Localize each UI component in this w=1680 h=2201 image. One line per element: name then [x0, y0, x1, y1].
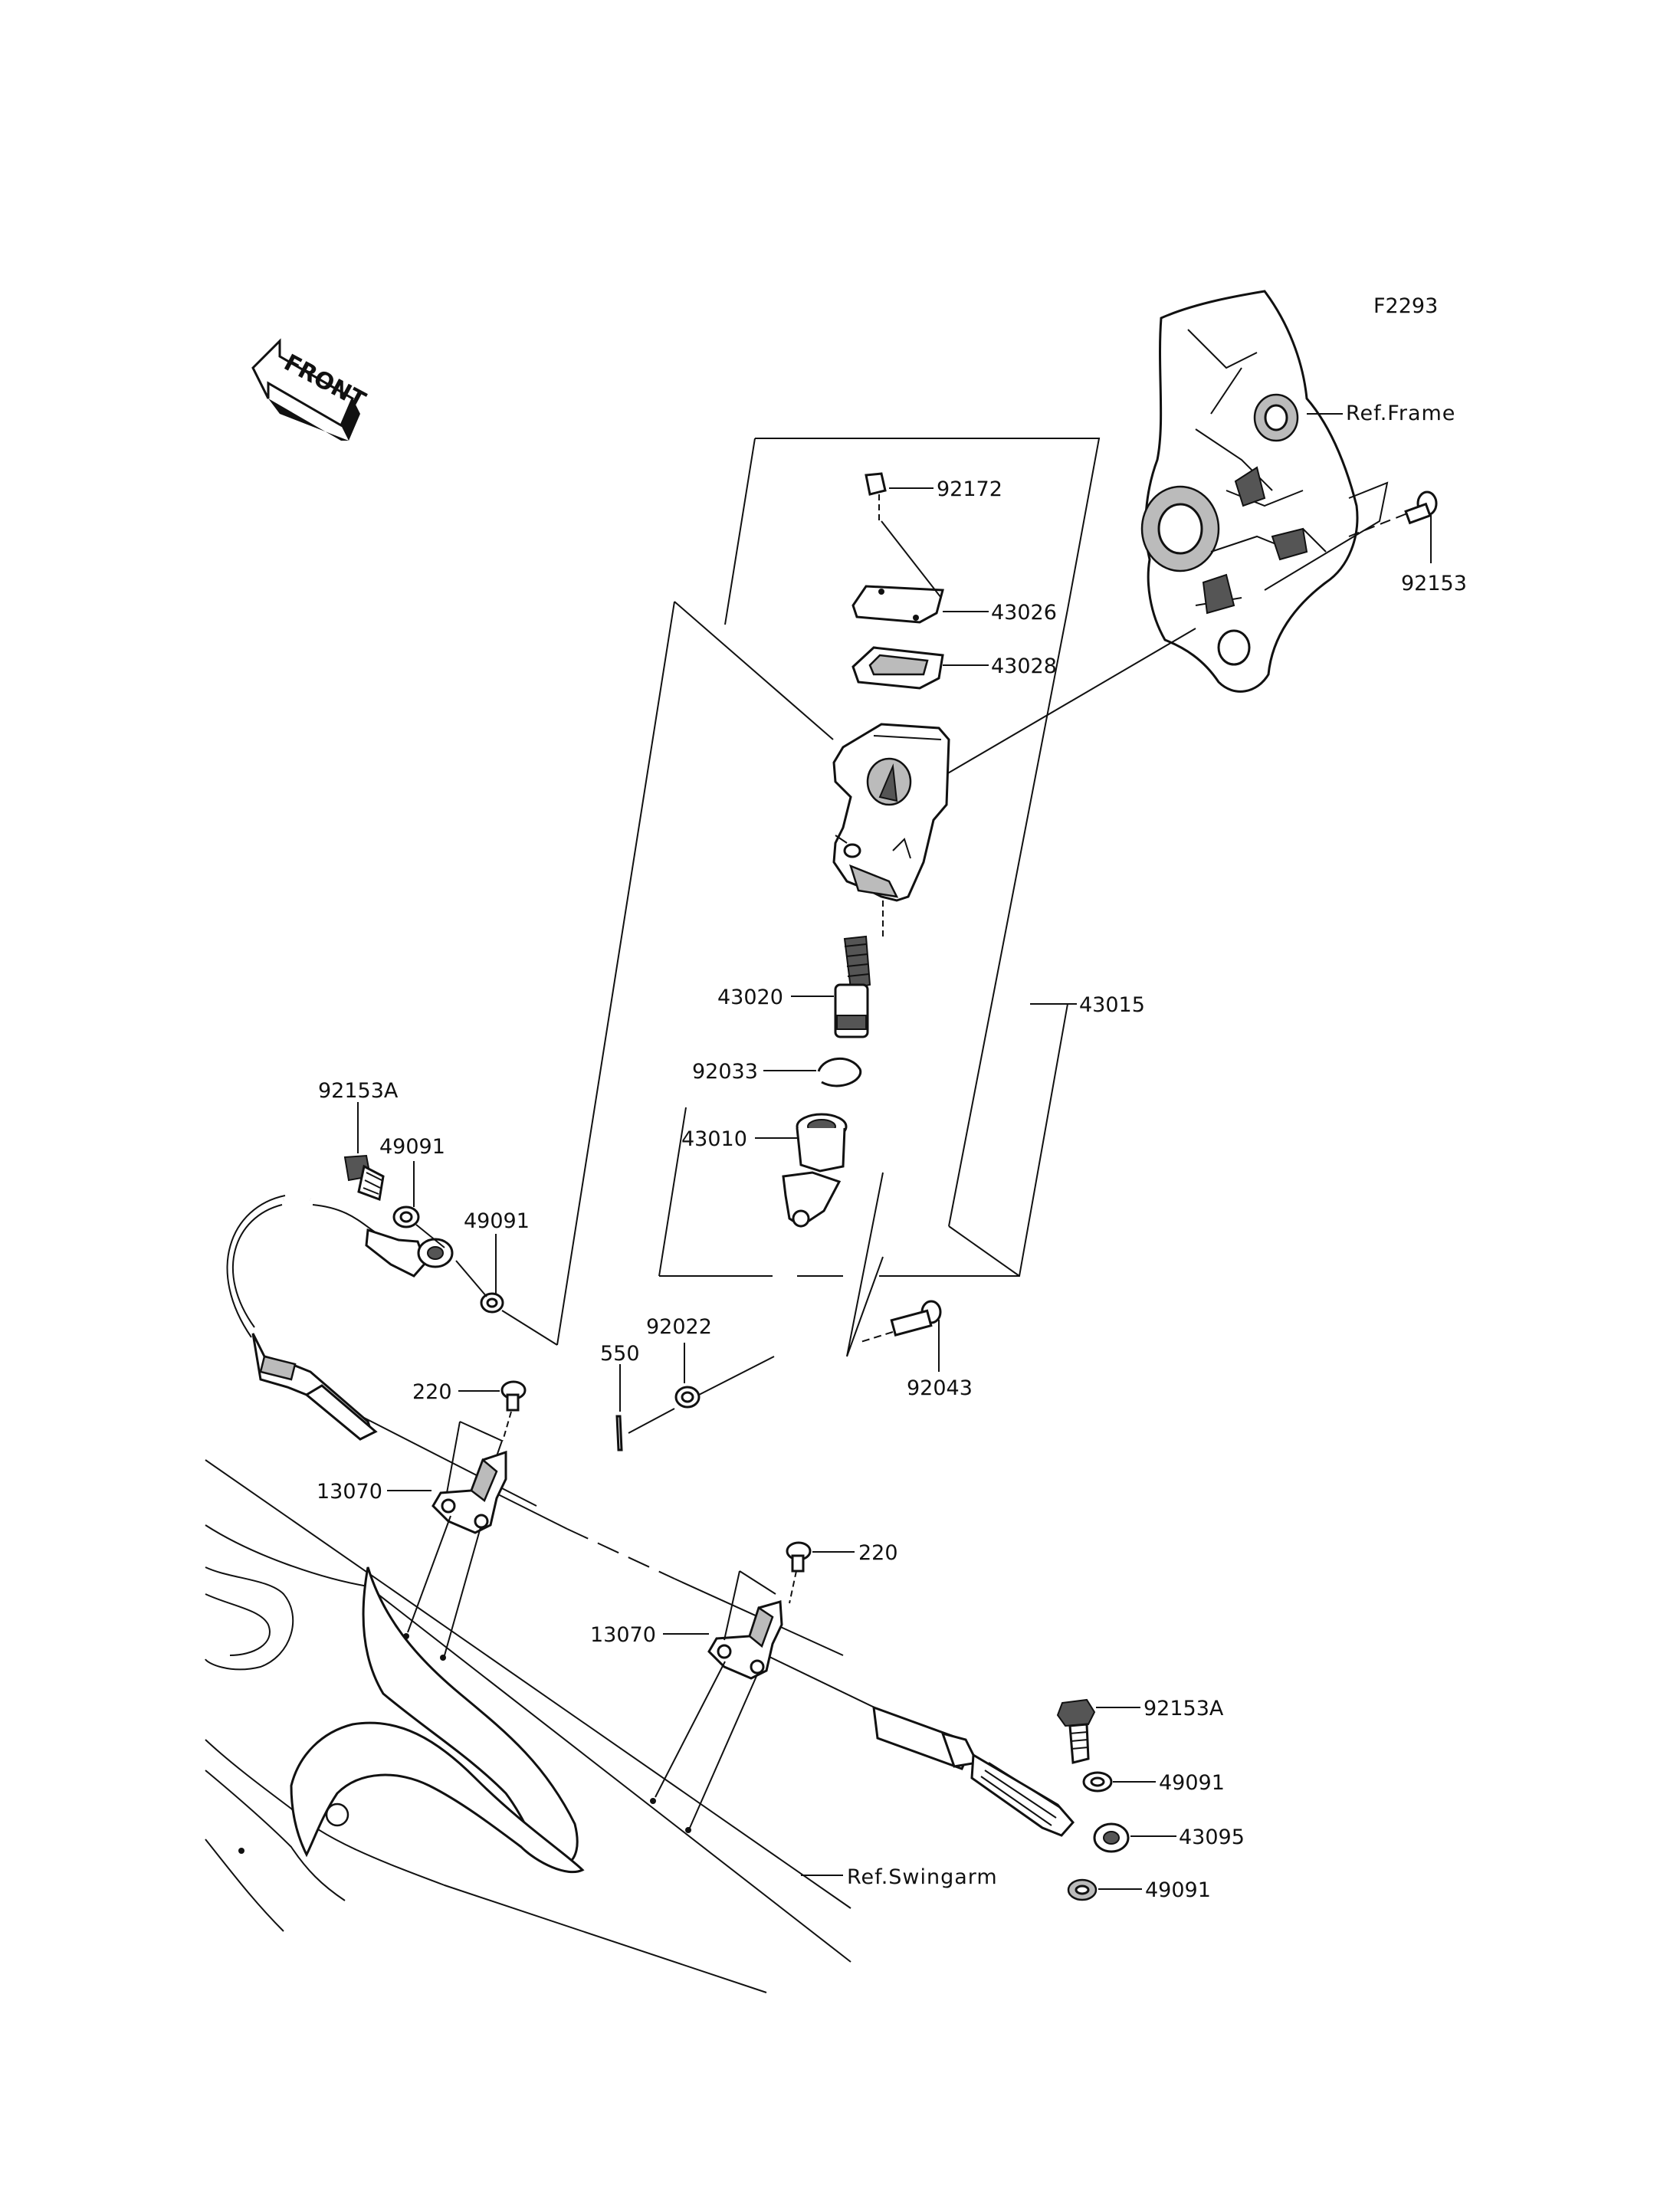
washer-49091-d-icon — [1067, 1878, 1098, 1901]
bolt-92153A-top-icon — [343, 1154, 385, 1202]
washer-49091-a-icon — [392, 1205, 420, 1228]
label-220-b: 220 — [858, 1541, 898, 1565]
washer-49091-b-icon — [480, 1292, 504, 1314]
assembly-bracket-lines — [556, 438, 1196, 1357]
screw-92172-icon — [865, 472, 887, 521]
bracket-13070-a-icon — [403, 1421, 507, 1661]
master-cylinder-body-icon — [832, 723, 950, 939]
pin-92043-icon — [858, 1300, 942, 1343]
label-92043: 92043 — [907, 1376, 973, 1400]
screw-220-a-icon — [500, 1380, 527, 1442]
screw-220-b-icon — [786, 1541, 812, 1604]
piston-43020-icon — [834, 935, 871, 1038]
front-arrow-icon: FRONT — [251, 338, 370, 441]
washer-49091-c-icon — [1082, 1771, 1113, 1793]
brake-hose-upper-icon — [220, 1192, 454, 1441]
label-43095: 43095 — [1179, 1825, 1245, 1849]
brake-hose-lower-icon — [363, 1417, 1075, 1837]
label-92153A-top: 92153A — [318, 1079, 399, 1103]
label-43026: 43026 — [991, 601, 1057, 625]
swingarm-illustration — [205, 1459, 851, 1993]
frame-illustration — [1140, 290, 1359, 693]
label-43010: 43010 — [681, 1127, 747, 1151]
label-43015: 43015 — [1079, 993, 1145, 1017]
label-92172: 92172 — [937, 477, 1002, 501]
label-49091-a: 49091 — [379, 1135, 445, 1159]
bolt-92153-icon — [1404, 490, 1438, 525]
push-rod-43010-icon — [782, 1113, 848, 1228]
label-92022: 92022 — [646, 1315, 712, 1339]
label-550: 550 — [600, 1342, 640, 1366]
label-92153A-bottom: 92153A — [1144, 1697, 1224, 1720]
diagram-code: F2293 — [1373, 294, 1438, 318]
bracket-13070-b-icon — [650, 1570, 783, 1833]
label-92153: 92153 — [1401, 572, 1467, 595]
bolt-92153A-bottom-icon — [1056, 1698, 1096, 1764]
label-49091-b: 49091 — [464, 1209, 530, 1233]
label-13070-a: 13070 — [317, 1480, 382, 1504]
reservoir-cap-43026-icon — [851, 520, 944, 624]
washer-92022-icon — [674, 1386, 701, 1409]
diaphragm-43028-icon — [851, 646, 944, 690]
banjo-43095-icon — [1093, 1822, 1130, 1853]
circlip-92033-icon — [817, 1057, 862, 1087]
label-43020: 43020 — [717, 986, 783, 1009]
label-92033: 92033 — [692, 1060, 758, 1084]
cotter-pin-550-icon — [615, 1415, 623, 1451]
label-13070-b: 13070 — [590, 1623, 656, 1647]
label-49091-d: 49091 — [1145, 1878, 1211, 1902]
ref-frame-label: Ref.Frame — [1346, 402, 1455, 425]
label-220-a: 220 — [412, 1380, 452, 1404]
label-43028: 43028 — [991, 654, 1057, 678]
ref-swingarm-label: Ref.Swingarm — [847, 1865, 998, 1889]
label-49091-c: 49091 — [1159, 1771, 1225, 1795]
